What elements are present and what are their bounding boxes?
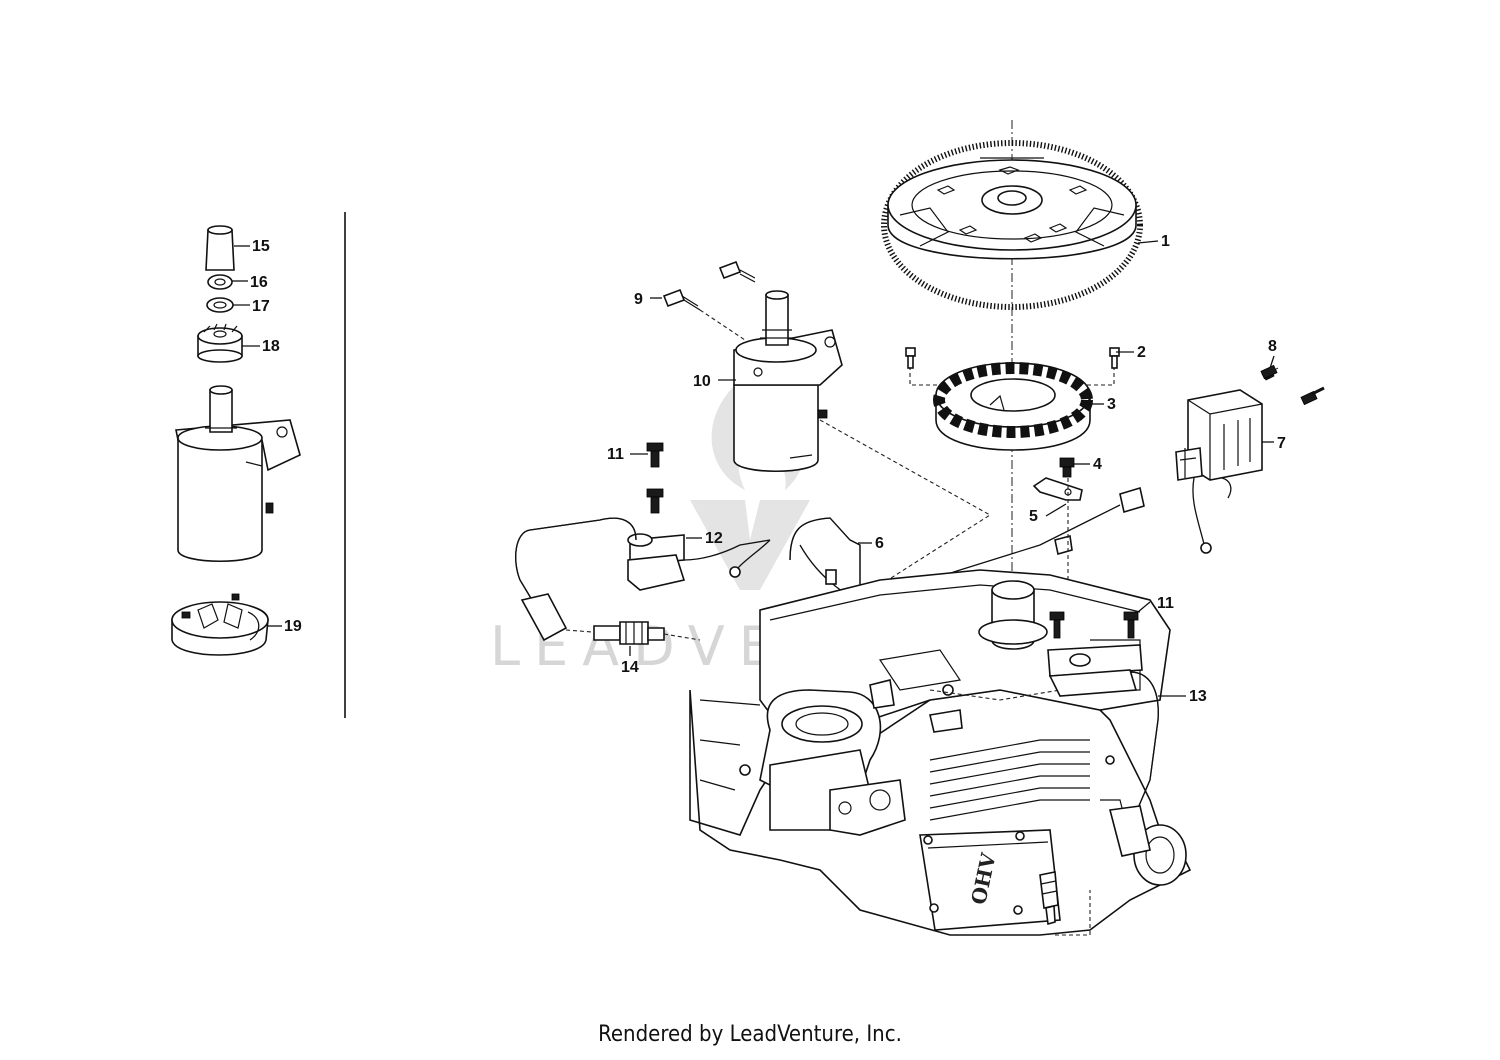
callout-2: 2 <box>1137 344 1146 361</box>
part-14-spark-plug <box>565 621 701 645</box>
part-11-coil-bolts-right <box>1049 611 1139 639</box>
callout-4: 4 <box>1093 456 1102 473</box>
callout-leaders <box>232 240 1275 697</box>
callout-15: 15 <box>252 238 270 255</box>
engine-block: OHV <box>689 569 1192 936</box>
callout-labels: 1 2 3 4 5 6 7 8 9 10 11 11 12 13 14 15 1… <box>250 233 1286 705</box>
part-3-stator <box>933 362 1093 451</box>
part-19-brush-plate <box>171 593 269 656</box>
callout-16: 16 <box>250 274 268 291</box>
callout-7: 7 <box>1277 435 1286 452</box>
callout-17: 17 <box>252 298 270 315</box>
callout-14: 14 <box>621 659 639 676</box>
part-1-flywheel <box>881 120 1143 610</box>
part-5-bracket <box>1032 477 1083 501</box>
part-13-ignition-coil <box>1047 644 1159 857</box>
starter-motor-body <box>175 385 301 562</box>
part-18-pinion-gear <box>197 323 243 363</box>
part-10-starter-motor <box>733 290 843 472</box>
part-8-regulator-screws <box>1260 364 1325 406</box>
callout-6: 6 <box>875 535 884 552</box>
callout-9: 9 <box>634 291 643 308</box>
callout-5: 5 <box>1029 508 1038 525</box>
callout-3: 3 <box>1107 396 1116 413</box>
callout-10: 10 <box>693 373 711 390</box>
callout-11-left: 11 <box>607 446 624 463</box>
part-9-starter-bolts <box>662 260 756 341</box>
callout-11-right: 11 <box>1157 595 1174 612</box>
callout-8: 8 <box>1268 338 1277 355</box>
callout-19: 19 <box>284 618 302 635</box>
callout-18: 18 <box>262 338 280 355</box>
part-15-cap <box>205 225 235 271</box>
callout-1: 1 <box>1161 233 1170 250</box>
callout-12: 12 <box>705 530 723 547</box>
part-16-washer <box>207 274 233 290</box>
part-12-ignition-coil <box>515 517 771 642</box>
callout-13: 13 <box>1189 688 1207 705</box>
part-11-coil-bolts-left <box>646 442 664 514</box>
rendered-by-footer: Rendered by LeadVenture, Inc. <box>598 1022 902 1047</box>
part-7-regulator <box>1175 389 1263 554</box>
starter-exploded-view <box>171 225 301 656</box>
part-17-spring <box>206 297 234 313</box>
